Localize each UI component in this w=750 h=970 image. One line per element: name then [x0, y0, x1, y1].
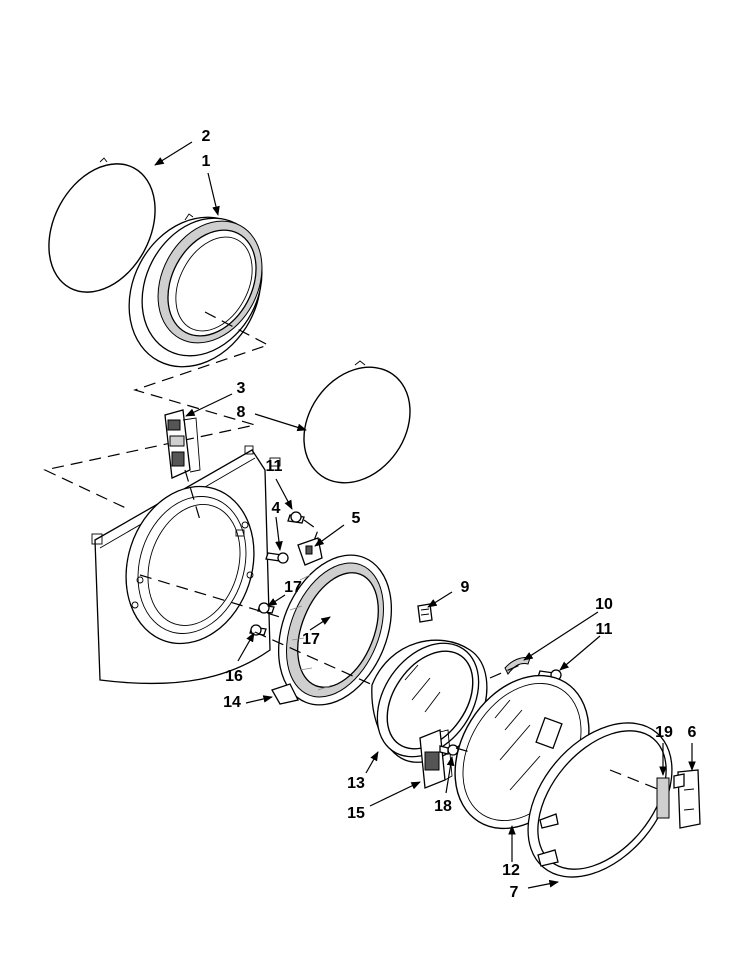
callout-16: 16 — [225, 668, 243, 685]
callout-4: 4 — [272, 500, 281, 517]
connector-frame-handle — [609, 769, 661, 791]
connector-ring-to-panel — [43, 311, 270, 511]
callout-12: 12 — [502, 862, 520, 879]
part-15-handle — [419, 729, 453, 789]
callout-15: 15 — [347, 805, 365, 822]
connector-panel-to-ring — [139, 574, 291, 621]
part-3-door-lock-switch — [164, 409, 201, 479]
callout-11-lower: 11 — [596, 621, 613, 638]
callout-9: 9 — [461, 579, 470, 596]
front-panel — [91, 445, 281, 685]
part-8-inner-glass — [303, 360, 411, 484]
part-9-clip — [417, 603, 433, 623]
callout-8: 8 — [237, 404, 246, 421]
part-7-outer-door-frame — [527, 722, 673, 878]
callout-11-upper: 11 — [266, 458, 283, 475]
connector-glass — [455, 747, 471, 753]
callout-7: 7 — [510, 884, 519, 901]
callout-5: 5 — [352, 510, 361, 527]
connector-frame-to-bowl — [254, 631, 396, 696]
part-4-screw — [265, 552, 289, 564]
connector-strip — [489, 664, 521, 679]
callout-17-upper: 17 — [284, 579, 302, 596]
callout-18: 18 — [434, 798, 452, 815]
callout-6: 6 — [688, 724, 697, 741]
callout-19: 19 — [655, 724, 673, 741]
callout-10: 10 — [595, 596, 613, 613]
part-10-strip — [504, 657, 531, 675]
part-11-screw-upper — [287, 511, 305, 524]
callout-2: 2 — [202, 128, 211, 145]
callout-17-lower: 17 — [302, 631, 320, 648]
part-19-insert — [656, 777, 670, 819]
part-17-screw-a — [257, 602, 275, 614]
part-14-inner-door-frame — [271, 554, 393, 706]
part-5-hinge — [297, 537, 323, 566]
part-2-outer-glass — [48, 157, 156, 293]
part-6-handle-cover — [673, 769, 701, 829]
leader-lines — [154, 141, 696, 889]
callout-labels: 2 1 3 8 11 4 5 17 9 10 17 11 16 14 19 6 … — [202, 128, 697, 901]
connector-switch — [184, 469, 201, 521]
callout-14: 14 — [223, 694, 241, 711]
callout-13: 13 — [347, 775, 365, 792]
callout-1: 1 — [202, 153, 211, 170]
part-13-inner-door-bowl — [371, 639, 488, 763]
callout-3: 3 — [237, 380, 246, 397]
part-1-door-ring — [128, 213, 263, 368]
